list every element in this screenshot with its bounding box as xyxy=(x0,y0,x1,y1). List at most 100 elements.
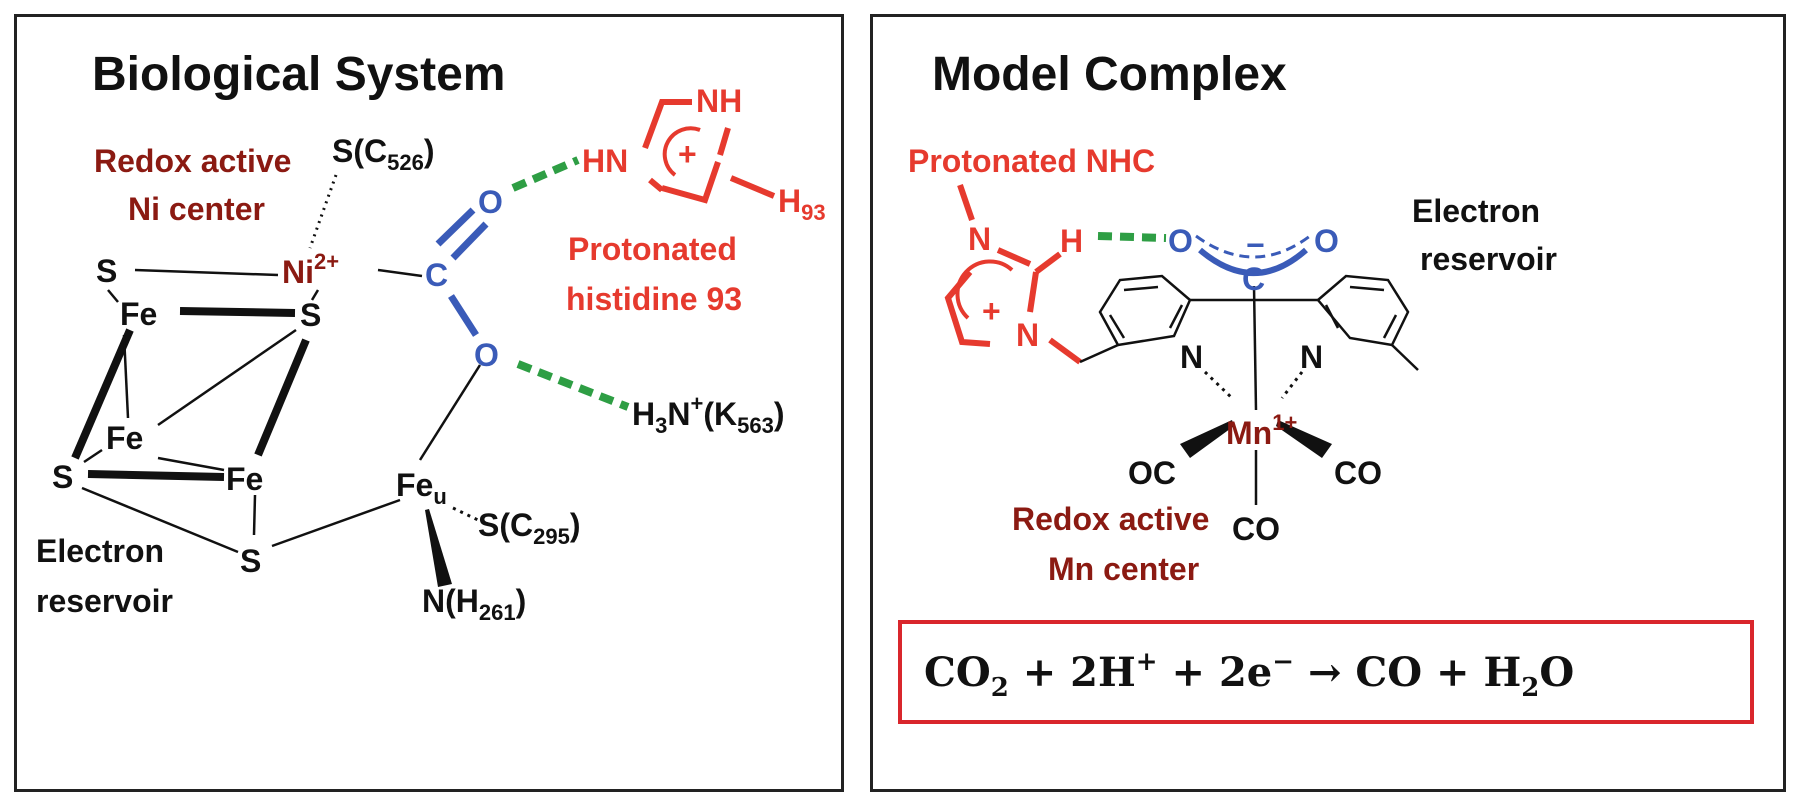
bond-fe1-fe2 xyxy=(122,334,130,419)
nhc-n-ch2 xyxy=(1048,337,1082,365)
atom-c: C xyxy=(425,257,448,293)
left-carboxyl-bonds xyxy=(435,207,489,337)
atom-o1: O xyxy=(478,184,503,220)
atom-fe2: Fe xyxy=(106,420,143,456)
his-ring-bond-3 xyxy=(729,175,776,199)
atom-nhc-n-top: N xyxy=(968,221,991,257)
bond-fe3-s4 xyxy=(252,494,257,536)
his-ring-path xyxy=(642,99,692,150)
atom-nhc-n-bottom: N xyxy=(1016,317,1039,353)
label-electron-right-1: Electron xyxy=(1412,193,1540,229)
histidine-ring xyxy=(642,99,776,204)
py-right-inner-2 xyxy=(1382,314,1398,339)
atom-his-h93: H93 xyxy=(778,183,826,225)
py-right-inner-3 xyxy=(1324,304,1340,329)
py-left-inner-3 xyxy=(1168,304,1184,329)
nhc-ring-top xyxy=(996,247,1032,267)
pyridine-rings xyxy=(1098,274,1419,505)
hbond-o2-lys xyxy=(516,360,630,411)
atom-o2: O xyxy=(474,337,499,373)
label-electron-2: reservoir xyxy=(36,583,173,619)
label-redox-mn-1: Redox active xyxy=(1012,501,1209,537)
atom-mn: Mn1+ xyxy=(1226,410,1297,451)
atom-co2-c: C xyxy=(1242,261,1265,297)
atom-fe1: Fe xyxy=(120,296,157,332)
right-title: Model Complex xyxy=(932,48,1287,101)
atom-s2: S xyxy=(300,297,321,333)
py-left-inner-2 xyxy=(1108,314,1126,339)
bond-s4-feu xyxy=(271,498,401,548)
atom-ni: Ni2+ xyxy=(282,249,339,290)
label-redox-ni-2: Ni center xyxy=(128,191,265,227)
label-protonated-nhc: Protonated NHC xyxy=(908,143,1155,179)
left-title: Biological System xyxy=(92,48,505,101)
bond-ni-s-dotted xyxy=(308,174,338,249)
label-redox-ni-1: Redox active xyxy=(94,143,291,179)
bond-feu-n-wedge xyxy=(425,509,452,587)
bond-ni-c xyxy=(377,268,423,278)
his-ring-bond-1 xyxy=(648,177,664,193)
bond-o2-feu xyxy=(418,364,482,461)
left-labels: Redox active Ni center Electron reservoi… xyxy=(36,143,742,619)
atom-fe3: Fe xyxy=(226,461,263,497)
atom-n-h261: N(H261) xyxy=(422,583,526,625)
hbond-nhc-co2 xyxy=(1097,232,1167,242)
py-right-inner-1 xyxy=(1349,285,1385,292)
bond-s3-s4 xyxy=(81,486,239,554)
nhc-ring-right xyxy=(1027,271,1039,313)
py-left-inner-1 xyxy=(1123,285,1159,292)
his-ring-bond-2 xyxy=(717,127,731,156)
atom-feu: Feu xyxy=(396,467,447,509)
his-ring-arc xyxy=(662,126,701,177)
atom-co-bottom: CO xyxy=(1232,511,1280,547)
nhc-ring-arc xyxy=(955,259,1014,320)
label-protonated-his-1: Protonated xyxy=(568,231,737,267)
mn-co-right-wedge xyxy=(1276,420,1332,458)
left-atoms: S(C526) Ni2+ S Fe S Fe S Fe S C O O Feu … xyxy=(52,83,826,625)
nhc-methyl-bond xyxy=(957,184,975,221)
atom-h3n-k563: H3N+(K563) xyxy=(632,391,784,438)
mn-n-left-dash xyxy=(1203,370,1234,400)
equation-box xyxy=(898,620,1754,724)
label-electron-right-2: reservoir xyxy=(1420,241,1557,277)
atom-py-n-right: N xyxy=(1300,339,1323,375)
atom-co-right: CO xyxy=(1334,455,1382,491)
atom-py-n-left: N xyxy=(1180,339,1203,375)
nhc-linker xyxy=(1079,343,1119,364)
nhc-c2-h xyxy=(1034,251,1062,275)
mn-n-right-dash xyxy=(1280,371,1304,399)
bond-s2-fe2 xyxy=(157,328,297,427)
atom-co2-o-left: O xyxy=(1168,223,1193,259)
hbond-o1-his xyxy=(511,156,580,192)
atom-his-plus: + xyxy=(678,136,697,172)
pyridine-right xyxy=(1316,274,1410,347)
reaction-equation: CO2 + 2H+ + 2e− → CO + H2O xyxy=(924,647,1574,703)
mn-c-bond xyxy=(1252,285,1258,411)
bound-co2 xyxy=(1195,234,1311,276)
label-redox-mn-2: Mn center xyxy=(1048,551,1199,587)
atom-s-c295: S(C295) xyxy=(478,507,580,549)
nhc-ring xyxy=(944,184,1082,365)
atom-s4: S xyxy=(240,543,261,579)
bond-c-o1-b xyxy=(450,221,489,261)
atom-s3: S xyxy=(52,459,73,495)
bond-s1-ni xyxy=(134,268,279,277)
bond-s2-fe3 xyxy=(254,338,310,457)
bond-c-o2 xyxy=(448,294,479,337)
right-atoms: N N H + O O − C N N Mn1+ OC CO CO xyxy=(968,221,1382,547)
atom-his-hn: HN xyxy=(582,143,628,179)
left-panel xyxy=(14,14,844,792)
his-ring-path-2 xyxy=(661,161,721,204)
right-labels: Protonated NHC Electron reservoir Redox … xyxy=(908,143,1557,587)
atom-co2-minus: − xyxy=(1246,227,1265,263)
bond-feu-s-dashed xyxy=(452,506,479,522)
left-bonds xyxy=(71,174,482,587)
bond-fe2-s3 xyxy=(83,448,103,464)
linker-ch2-py xyxy=(1079,343,1119,364)
bond-fe1-s2 xyxy=(179,307,296,317)
co2-arc-solid xyxy=(1198,247,1308,276)
atom-s-c526: S(C526) xyxy=(332,133,434,175)
label-protonated-his-2: histidine 93 xyxy=(566,281,742,317)
atom-oc-left: OC xyxy=(1128,455,1176,491)
